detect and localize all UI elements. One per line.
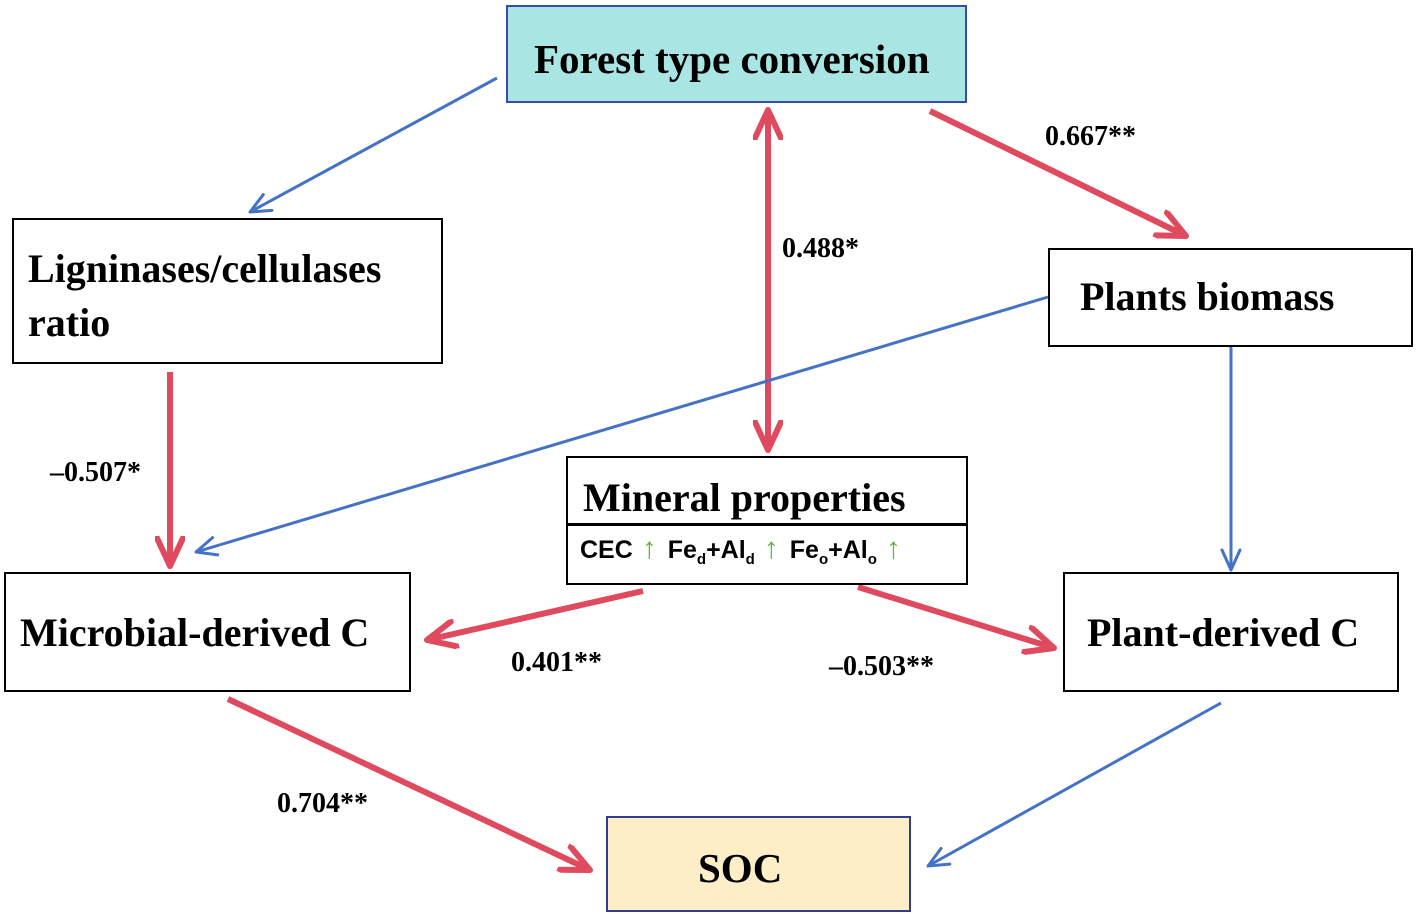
up-arrow-icon: ↑ [641, 532, 657, 565]
fed-label: Fed+Ald [667, 536, 755, 568]
feo-label: Feo+Alo [789, 536, 877, 568]
node-label: SOC [698, 845, 783, 891]
node-plants-biomass: Plants biomass [1048, 248, 1413, 347]
mineral-indicators: CEC ↑ Fed+Ald ↑ Feo+Alo ↑ [580, 532, 905, 568]
coef-microbial-to-soc: 0.704** [277, 788, 368, 819]
node-label: Mineral properties [583, 475, 906, 520]
coef-forest-to-plants: 0.667** [1045, 121, 1136, 152]
arrow-plants-to-microbial [194, 295, 1049, 557]
coef-ligninases-to-microbial: –0.507* [50, 457, 141, 488]
node-microbial-derived-c: Microbial-derived C [4, 572, 411, 692]
node-label: Plant-derived C [1087, 610, 1360, 655]
arrow-forest-to-plants [928, 108, 1186, 236]
cec-label: CEC [580, 536, 633, 564]
up-arrow-icon: ↑ [763, 532, 779, 565]
coef-forest-to-mineral: 0.488* [782, 233, 859, 264]
node-label: Forest type conversion [534, 36, 930, 82]
node-label: Microbial-derived C [20, 610, 370, 655]
node-soc: SOC [606, 816, 911, 912]
node-label-line2: ratio [28, 300, 111, 345]
coef-mineral-to-plant-c: –0.503** [829, 651, 934, 682]
node-forest-type-conversion: Forest type conversion [506, 5, 967, 103]
arrow-forest-to-ligninases [248, 76, 498, 214]
node-label-line1: Ligninases/cellulases [28, 246, 382, 291]
node-ligninases-cellulases-ratio: Ligninases/cellulases ratio [12, 218, 443, 364]
up-arrow-icon: ↑ [885, 532, 901, 565]
arrow-mineral-to-plant-c [857, 584, 1054, 648]
coef-mineral-to-microbial: 0.401** [511, 647, 602, 678]
mineral-divider [566, 523, 968, 526]
node-label: Plants biomass [1080, 274, 1335, 319]
arrow-microbial-to-soc [226, 696, 590, 870]
arrow-mineral-to-microbial [427, 588, 644, 640]
node-plant-derived-c: Plant-derived C [1063, 572, 1399, 692]
arrow-plant-c-to-soc [926, 701, 1222, 868]
node-mineral-properties: Mineral properties CEC ↑ Fed+Ald ↑ Feo+A… [566, 456, 968, 585]
